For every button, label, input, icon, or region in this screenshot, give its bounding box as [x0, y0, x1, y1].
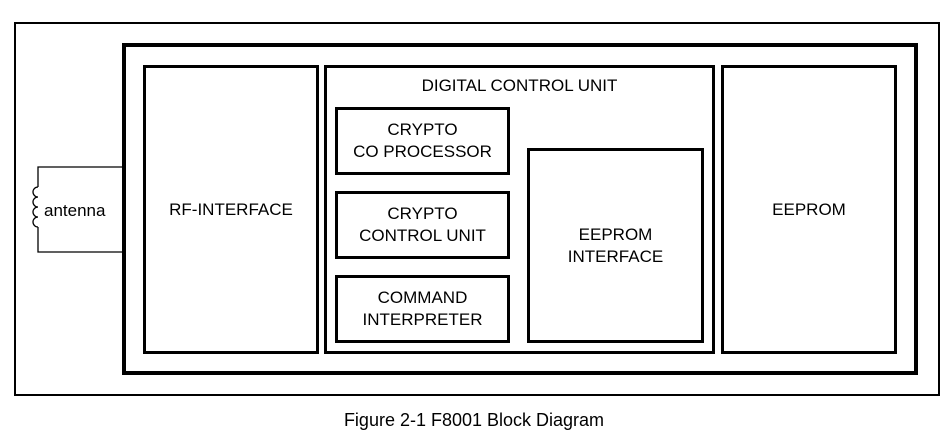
crypto-coprocessor-line1: CRYPTO — [387, 120, 458, 139]
rf-interface-label: RF-INTERFACE — [169, 199, 293, 219]
coil-icon — [32, 186, 39, 228]
antenna-lead-bottom — [37, 227, 122, 253]
command-interpreter-line1: COMMAND — [377, 288, 468, 307]
antenna-label: antenna — [44, 201, 106, 220]
crypto-coprocessor-block: CRYPTO CO PROCESSOR — [335, 107, 510, 175]
crypto-control-unit-line2: CONTROL UNIT — [359, 226, 486, 245]
command-interpreter-block: COMMAND INTERPRETER — [335, 275, 510, 343]
eeprom-label: EEPROM — [772, 199, 846, 219]
digital-control-unit-label: DIGITAL CONTROL UNIT — [421, 76, 618, 95]
crypto-coprocessor-line2: CO PROCESSOR — [353, 142, 492, 161]
antenna-lead-top — [37, 166, 122, 187]
crypto-control-unit-block: CRYPTO CONTROL UNIT — [335, 191, 510, 259]
eeprom-interface-block: EEPROM INTERFACE — [527, 148, 704, 343]
eeprom-interface-line2: INTERFACE — [567, 246, 664, 266]
command-interpreter-line2: INTERPRETER — [362, 310, 483, 329]
figure-caption: Figure 2-1 F8001 Block Diagram — [343, 410, 605, 430]
eeprom-interface-line1: EEPROM — [578, 224, 653, 244]
crypto-control-unit-line1: CRYPTO — [387, 204, 458, 223]
rf-interface-block: RF-INTERFACE — [143, 65, 319, 354]
eeprom-block: EEPROM — [721, 65, 897, 354]
